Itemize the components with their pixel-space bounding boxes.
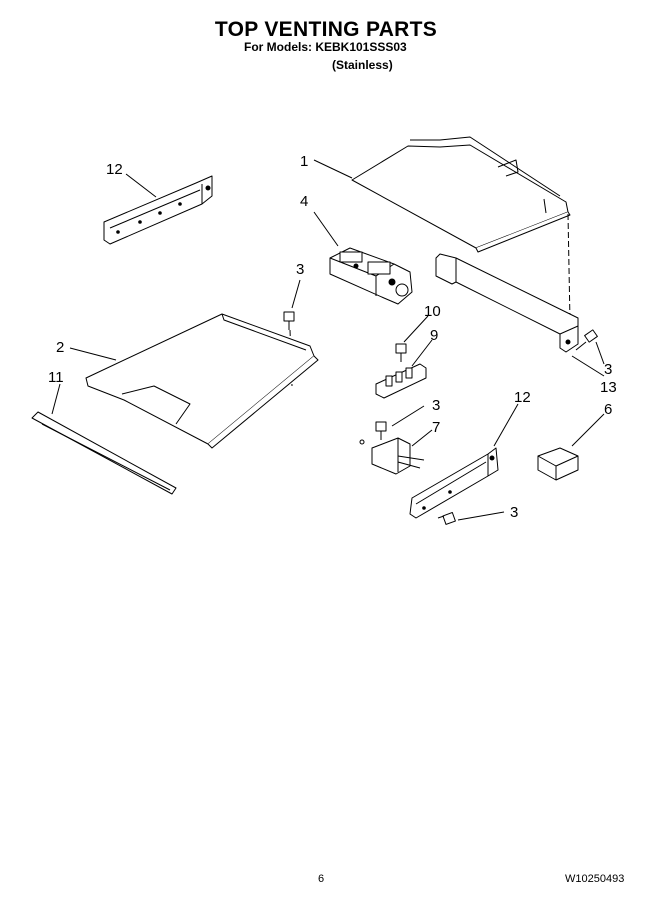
- callout-6: 6: [604, 401, 612, 418]
- callout-9: 9: [430, 327, 438, 344]
- callout-3-center: 3: [296, 261, 304, 278]
- callout-2: 2: [56, 339, 64, 356]
- callout-3-lower-center: 3: [432, 397, 440, 414]
- part-3-screw-right: [575, 329, 598, 351]
- leader-1: [313, 159, 353, 179]
- part-13-rear-bracket: [435, 253, 579, 353]
- leader-2: [69, 347, 117, 361]
- part-1-vent-panel: [351, 136, 571, 253]
- leader-7: [411, 429, 433, 447]
- part-9-terminal-block: [375, 363, 427, 399]
- part-4-vent-motor: [329, 247, 413, 305]
- part-6-clip: [537, 447, 579, 481]
- models-line: For Models: KEBK101SSS03: [244, 40, 407, 54]
- callout-4: 4: [300, 193, 308, 210]
- leader-3-lower-center: [391, 405, 425, 427]
- leader-6: [571, 413, 605, 447]
- leader-3-right: [595, 341, 605, 365]
- part-3-screw-lower: [437, 512, 456, 525]
- part-2-cover-panel: [85, 313, 319, 449]
- leader-3-center: [291, 279, 301, 309]
- leader-12-upper: [125, 173, 157, 198]
- callout-13: 13: [600, 379, 617, 396]
- page-title: TOP VENTING PARTS: [214, 18, 438, 41]
- leader-13: [571, 355, 605, 377]
- leader-10: [403, 315, 429, 343]
- part-3-screw-lower-center: [375, 421, 387, 440]
- leader-4: [313, 211, 339, 247]
- part-12-lower-bracket: [409, 447, 499, 519]
- variant-label: (Stainless): [332, 58, 393, 72]
- callout-12-upper: 12: [106, 161, 123, 178]
- leader-3-lower: [457, 511, 505, 521]
- callout-1: 1: [300, 153, 308, 170]
- callout-7: 7: [432, 419, 440, 436]
- callout-3-right: 3: [604, 361, 612, 378]
- callout-11: 11: [48, 369, 64, 386]
- callout-12-lower: 12: [514, 389, 531, 406]
- callout-10: 10: [424, 303, 441, 320]
- part-10-screw: [395, 343, 407, 362]
- part-11-long-rail: [31, 411, 177, 495]
- callout-3-lower: 3: [510, 504, 518, 521]
- part-3-screw-center: [283, 311, 295, 330]
- leader-12-lower: [493, 403, 519, 447]
- leader-11: [51, 383, 61, 415]
- leader-9: [411, 339, 433, 367]
- part-7-switch: [359, 437, 425, 475]
- dashed-guide-1: [567, 213, 571, 323]
- document-number: W10250493: [565, 873, 625, 885]
- page-number: 6: [318, 873, 325, 885]
- part-12-upper-bracket: [103, 175, 213, 245]
